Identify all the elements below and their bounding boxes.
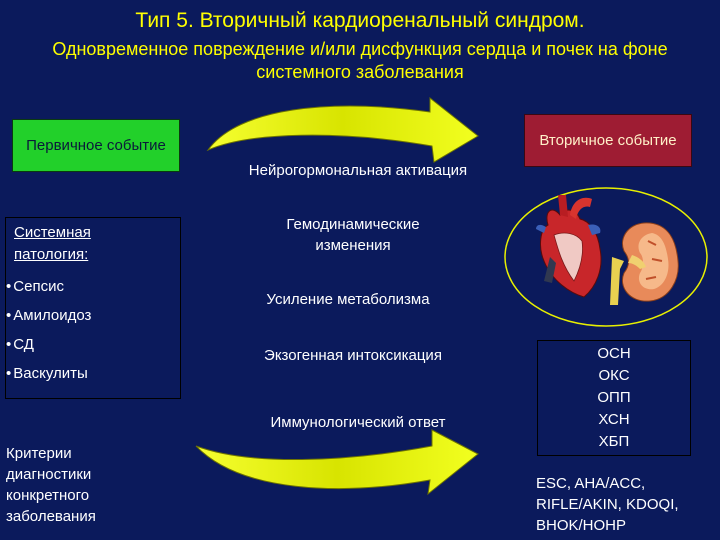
primary-event-box: Первичное событие [12, 119, 180, 172]
organ-circle [504, 187, 708, 327]
mechanism-item: Усиление метаболизма [266, 291, 430, 308]
kidney-icon [610, 222, 679, 305]
list-item: Амилоидоз [6, 301, 91, 330]
list-item: Сепсис [6, 272, 91, 301]
organs-illustration [504, 187, 708, 327]
bottom-curved-arrow-icon [195, 429, 479, 496]
mechanism-item: Нейрогормональная активация [248, 162, 468, 179]
guidelines-text: ESC, AHA/ACC, RIFLE/AKIN, KDOQI, BHOK/HO… [536, 475, 679, 534]
mechanism-item: Гемодинамические изменения [286, 216, 420, 254]
secondary-event-label: Вторичное событие [539, 132, 677, 149]
outcomes-box: ОСН ОКС ОПП ХСН ХБП [537, 340, 691, 456]
page-title: Тип 5. Вторичный кардиоренальный синдром… [135, 9, 585, 32]
systemic-pathology-box: Системная патология: Сепсис Амилоидоз СД… [5, 217, 181, 399]
heart-icon [536, 195, 602, 298]
systemic-pathology-list: Сепсис Амилоидоз СД Васкулиты [6, 272, 91, 388]
list-item: Васкулиты [6, 359, 91, 388]
systemic-pathology-title: Системная патология: [14, 224, 91, 263]
outcome-item: ХСН [598, 411, 630, 428]
top-curved-arrow-icon [206, 96, 479, 163]
outcome-item: ОСН [597, 345, 631, 362]
diagnostic-criteria-text: Критерии диагностики конкретного заболев… [6, 445, 96, 525]
page-subtitle: Одновременное повреждение и/или дисфункц… [52, 39, 668, 82]
outcome-item: ОКС [598, 367, 630, 384]
mechanism-item: Экзогенная интоксикация [264, 347, 442, 364]
outcome-item: ХБП [598, 433, 630, 450]
outcome-item: ОПП [597, 389, 631, 406]
secondary-event-box: Вторичное событие [524, 114, 692, 167]
list-item: СД [6, 330, 91, 359]
mechanism-item: Иммунологический ответ [270, 414, 446, 431]
primary-event-label: Первичное событие [26, 137, 166, 154]
